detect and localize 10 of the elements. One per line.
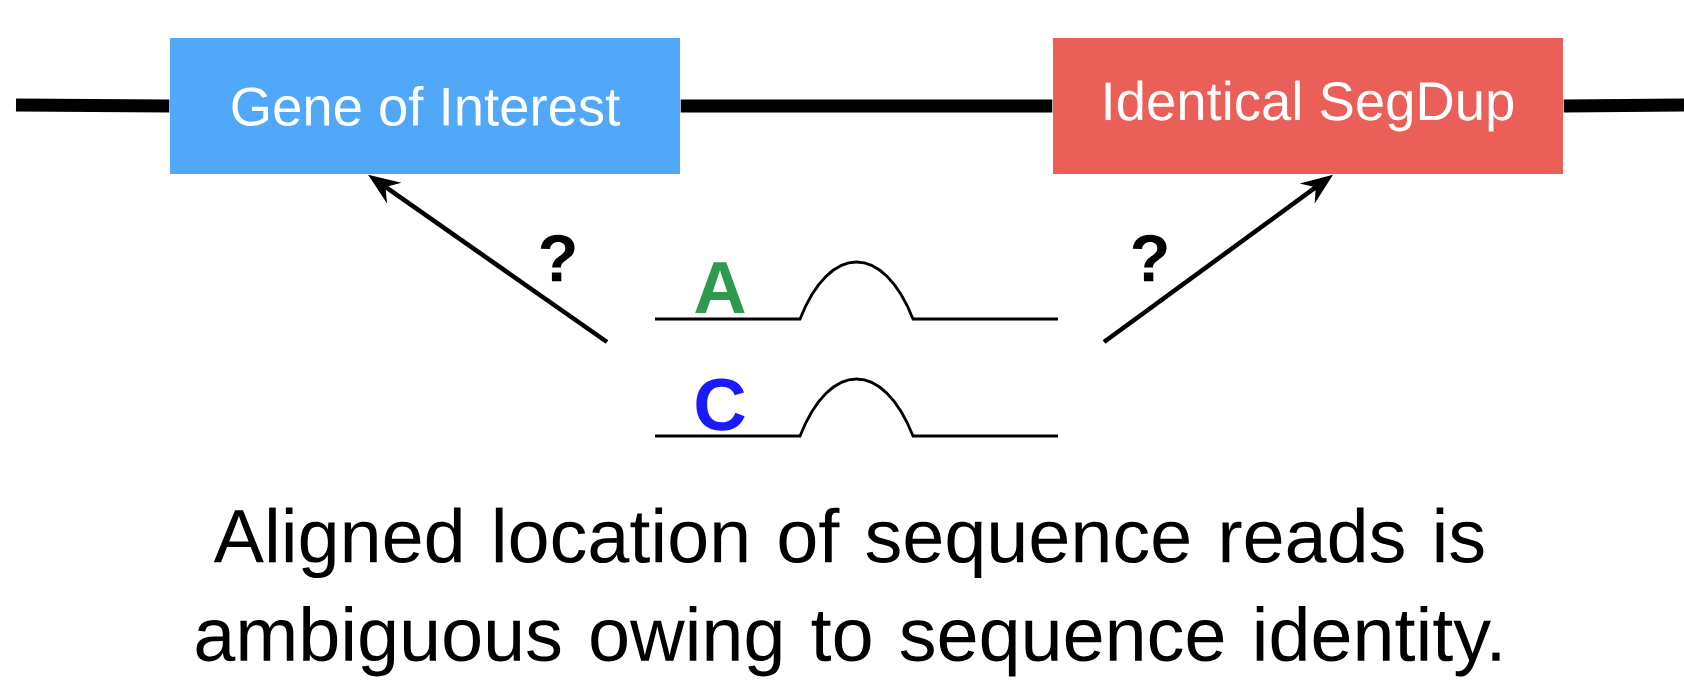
gene-box: Gene of Interest xyxy=(170,38,680,174)
chromosome-line xyxy=(680,99,1053,113)
question-mark: ? xyxy=(540,234,575,282)
question-mark: ? xyxy=(1132,234,1167,282)
caption: Aligned location of sequence reads is ambiguous owing to sequence identity. xyxy=(196,507,1500,677)
sequence-read: A xyxy=(655,260,1058,321)
sequence-read: C xyxy=(655,377,1058,438)
chromosome-line xyxy=(1563,98,1684,113)
chromosome-line xyxy=(15,98,170,113)
gene-box: Identical SegDup xyxy=(1053,38,1564,174)
